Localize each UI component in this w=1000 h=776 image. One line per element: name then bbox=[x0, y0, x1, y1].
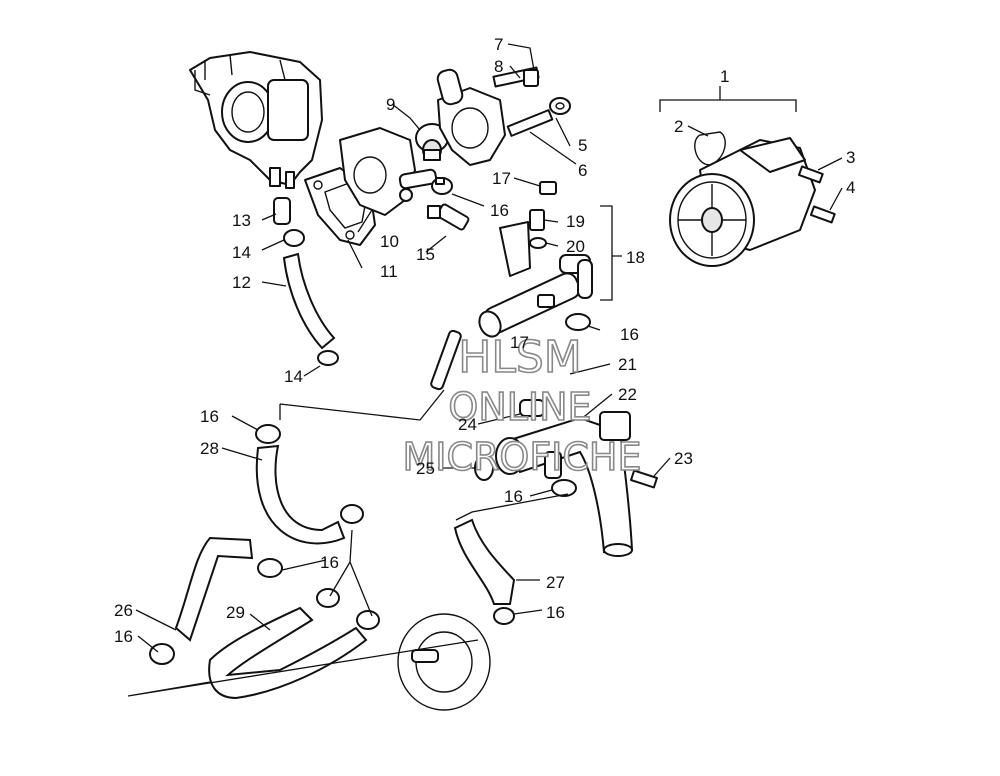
callout-18: 18 bbox=[626, 248, 645, 267]
watermark-line2: ONLINE bbox=[448, 385, 591, 429]
callout-16b: 16 bbox=[620, 325, 639, 344]
callout-17a: 17 bbox=[492, 169, 511, 188]
callout-16a: 16 bbox=[490, 201, 509, 220]
hose-clamp-16d bbox=[493, 607, 515, 625]
hose-28 bbox=[255, 444, 346, 545]
callout-14b: 14 bbox=[284, 367, 303, 386]
callout-28: 28 bbox=[200, 439, 219, 458]
callout-16e: 16 bbox=[114, 627, 133, 646]
callout-23: 23 bbox=[674, 449, 693, 468]
hose-clamp-16g bbox=[316, 588, 380, 630]
hose-29 bbox=[208, 606, 368, 700]
bypass-pipe-assembly bbox=[430, 221, 593, 391]
callout-10: 10 bbox=[380, 232, 399, 251]
bolt-23 bbox=[630, 469, 658, 489]
callout-16d: 16 bbox=[320, 553, 339, 572]
bolt-4 bbox=[809, 205, 836, 224]
callout-12: 12 bbox=[232, 273, 251, 292]
callout-16f: 16 bbox=[504, 487, 523, 506]
water-outlet-elbow bbox=[495, 411, 634, 557]
hose-clamp-16b bbox=[565, 313, 591, 331]
callout-16g: 16 bbox=[546, 603, 565, 622]
hose-13 bbox=[273, 197, 291, 225]
water-pump bbox=[669, 131, 816, 267]
callout-1: 1 bbox=[720, 67, 729, 86]
pipe-24 bbox=[519, 399, 545, 417]
hose-clamp-16c bbox=[551, 479, 577, 497]
callout-8: 8 bbox=[494, 57, 503, 76]
callout-11: 11 bbox=[380, 262, 398, 281]
callout-25: 25 bbox=[416, 459, 435, 478]
callout-7: 7 bbox=[494, 35, 503, 54]
callout-26: 26 bbox=[114, 601, 133, 620]
callout-16c: 16 bbox=[200, 407, 219, 426]
watermark-line1: HLSM bbox=[458, 332, 582, 383]
thermostat-housing bbox=[339, 127, 438, 216]
callout-20: 20 bbox=[566, 237, 585, 256]
thermostat bbox=[415, 123, 449, 161]
callout-13: 13 bbox=[232, 211, 251, 230]
throttle-body bbox=[189, 51, 323, 189]
pump-pulley-detail bbox=[397, 613, 491, 711]
callout-5: 5 bbox=[578, 136, 587, 155]
housing-cover bbox=[436, 68, 506, 166]
callout-19: 19 bbox=[566, 212, 585, 231]
hose-clamp-16a bbox=[431, 177, 453, 195]
callout-6: 6 bbox=[578, 161, 587, 180]
bolt-17a bbox=[539, 181, 557, 195]
callout-24: 24 bbox=[458, 415, 477, 434]
hose-clamp-16e bbox=[255, 424, 364, 524]
watermark-line3: MICROFICHE bbox=[402, 435, 641, 479]
temp-sensor bbox=[427, 203, 470, 231]
callout-15: 15 bbox=[416, 245, 435, 264]
callout-3: 3 bbox=[846, 148, 855, 167]
hose-12 bbox=[282, 252, 336, 350]
bolt-19 bbox=[529, 209, 545, 231]
callout-21: 21 bbox=[618, 355, 637, 374]
callout-2: 2 bbox=[674, 117, 683, 136]
callout-22: 22 bbox=[618, 385, 637, 404]
bolts-7-6 bbox=[492, 66, 571, 137]
hose-26 bbox=[174, 536, 254, 642]
callout-9: 9 bbox=[386, 95, 395, 114]
callout-14a: 14 bbox=[232, 243, 251, 262]
callouts: 1 2 3 4 5 6 7 8 9 10 11 12 13 14 14 15 1… bbox=[114, 35, 855, 646]
watermark: HLSM ONLINE MICROFICHE bbox=[402, 331, 643, 480]
hose-27 bbox=[453, 518, 516, 605]
hose-clamp-16f bbox=[149, 558, 283, 665]
hose-clamp-14a bbox=[283, 229, 305, 247]
callout-27: 27 bbox=[546, 573, 565, 592]
callout-29: 29 bbox=[226, 603, 245, 622]
leader-lines bbox=[127, 43, 843, 697]
callout-17b: 17 bbox=[510, 333, 529, 352]
washer-20 bbox=[529, 237, 547, 249]
bolt-3 bbox=[797, 165, 824, 184]
hose-clamp-14b bbox=[317, 350, 339, 366]
callout-4: 4 bbox=[846, 178, 855, 197]
bolt-17b bbox=[537, 294, 555, 308]
